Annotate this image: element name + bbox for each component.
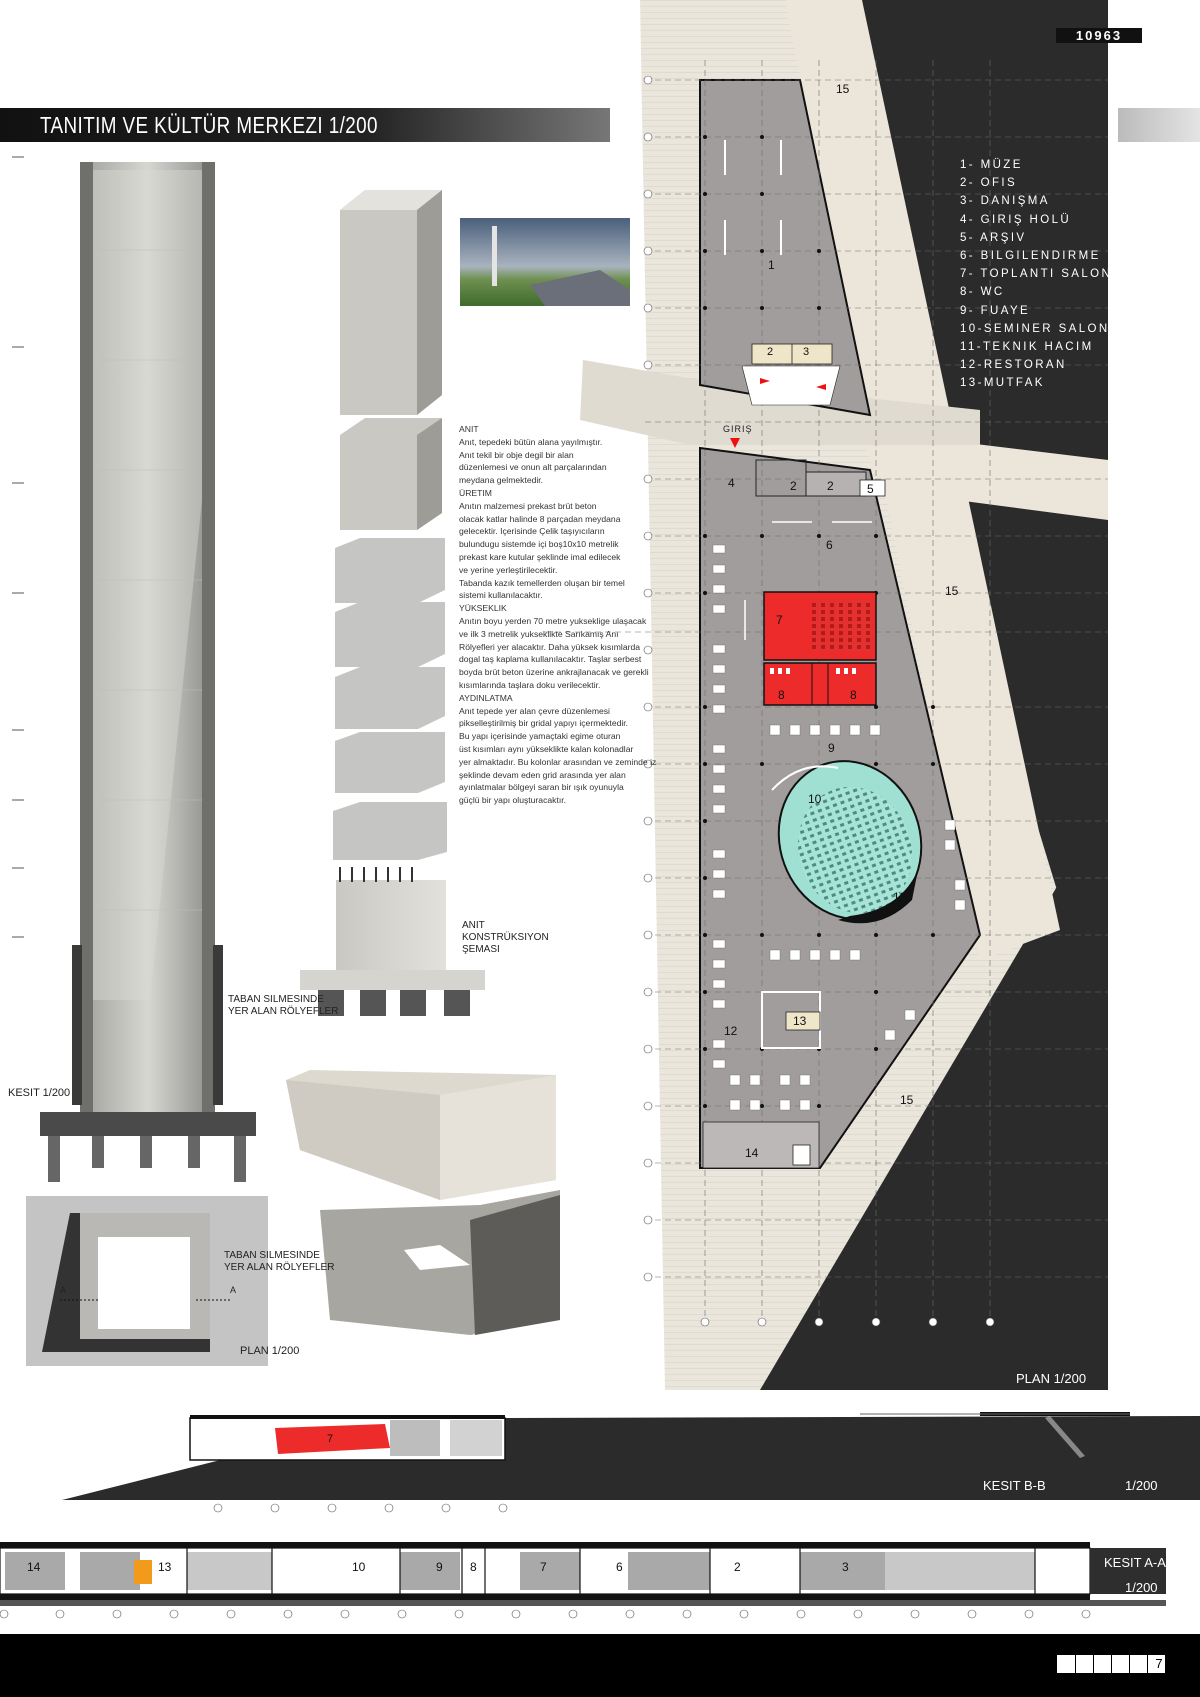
desc-line: olacak katlar halinde 8 parçadan meydana xyxy=(459,513,621,524)
title-bar xyxy=(0,108,610,142)
desc-line: gelecektir. Içerisinde Çelik taşıyıcılar… xyxy=(459,526,605,537)
desc-line: düzenlemesi ve onun alt parçalarından xyxy=(459,462,607,473)
room-number: 8 xyxy=(470,1560,477,1574)
legend-item: 3- DANIŞMA xyxy=(960,195,1050,208)
desc-line: meydana gelmektedir. xyxy=(459,475,544,486)
entrance-label: GIRIŞ xyxy=(723,424,753,434)
kesit-bb-scale: 1/200 xyxy=(1125,1478,1158,1493)
legend-item: 4- GIRIŞ HOLÜ xyxy=(960,213,1072,226)
legend-item: 1- MÜZE xyxy=(960,159,1023,171)
room-number: 6 xyxy=(616,1560,623,1574)
room-number: 14 xyxy=(27,1560,41,1574)
desc-line: Anıtın boyu yerden 70 metre yukseklige u… xyxy=(459,615,647,626)
room-number: 3 xyxy=(842,1560,849,1574)
room-number: 10 xyxy=(352,1560,366,1574)
kesit-small-label: KESIT 1/200 xyxy=(8,1087,71,1099)
kesit-aa-label: KESIT A-A xyxy=(1104,1555,1166,1570)
desc-line: güçlü bir yapı oluşturacaktır. xyxy=(459,795,566,806)
desc-line: AYDINLATMA xyxy=(459,692,513,703)
desc-line: kısımlarında taşlara doku verilecektir. xyxy=(459,679,601,690)
desc-line: Bu yapı içerisinde yamaçtaki egime otura… xyxy=(459,731,621,742)
desc-line: yer almaktadır. Bu kolonlar arasından ve… xyxy=(459,756,657,767)
legend-item: 13-MUTFAK xyxy=(960,377,1045,390)
footer-bar xyxy=(0,1634,1200,1697)
section-marker-left: A xyxy=(60,1285,67,1295)
desc-line: şeklinde devam eden grid arasında yer al… xyxy=(459,769,626,780)
legend-item: 5- ARŞIV xyxy=(960,231,1027,244)
room-number: 2 xyxy=(734,1560,741,1574)
desc-line: ÜRETIM xyxy=(459,487,492,498)
legend-item: 10-SEMINER SALONU xyxy=(960,322,1121,335)
room-number: 9 xyxy=(436,1560,443,1574)
desc-line: Anıt tepede yer alan çevre düzenlemesi xyxy=(459,705,610,716)
section-aa-rooms: 14 13 10 9 8 7 6 2 3 xyxy=(0,1560,1090,1580)
legend-item: 9- FUAYE xyxy=(960,304,1031,317)
desc-line: üst kısımları aynı yükseklikte kalan kol… xyxy=(459,743,634,754)
desc-line: ayınlatmalar bölgeyi saran bir ışık oyun… xyxy=(459,782,624,793)
decorative-tab xyxy=(1118,108,1200,142)
section-bb-room: 7 xyxy=(327,1433,334,1445)
desc-line: Tabanda kazık temellerden oluşan bir tem… xyxy=(459,577,625,588)
desc-line: YÜKSEKLIK xyxy=(459,603,507,614)
plan-small-label: PLAN 1/200 xyxy=(240,1345,300,1357)
desc-line: Anıt, tepedeki bütün alana yayılmıştır. xyxy=(459,436,603,447)
legend-item: 6- BILGILENDIRME xyxy=(960,250,1101,263)
section-marker-right: A xyxy=(230,1285,237,1295)
legend-item: 7- TOPLANTI SALONU xyxy=(960,268,1123,281)
plan-main-label: PLAN 1/200 xyxy=(1016,1371,1087,1386)
room-legend: 1- MÜZE 2- OFIS 3- DANIŞMA 4- GIRIŞ HOLÜ… xyxy=(960,156,1123,393)
desc-line: bulundugu sistemde içi boş10x10 metrelik xyxy=(459,539,619,550)
relief-label-2: TABAN SILMESINDE YER ALAN RÖLYEFLER xyxy=(224,1250,335,1273)
desc-line: Rölyefleri yer alacaktır. Daha yüksek kı… xyxy=(459,641,641,652)
desc-line: Anıtın malzemesi prekast brüt beton xyxy=(459,500,597,511)
desc-line: dogal taş kaplama kullanılacaktır. Taşla… xyxy=(459,654,642,665)
room-number: 7 xyxy=(540,1560,547,1574)
desc-line: sistemi kullanılacaktır. xyxy=(459,590,543,601)
desc-line: boyda brüt beton üzerine ankrajlanacak v… xyxy=(459,667,649,678)
kesit-aa-scale: 1/200 xyxy=(1125,1580,1158,1595)
legend-item: 11-TEKNIK HACIM xyxy=(960,341,1094,354)
page-number-box xyxy=(1056,1654,1166,1674)
page-number: 7 xyxy=(1155,1656,1163,1671)
sheet-title: TANITIM VE KÜLTÜR MERKEZI 1/200 xyxy=(40,112,378,138)
kesit-bb-label: KESIT B-B xyxy=(983,1478,1046,1493)
desc-line: Anıt tekil bir obje degil bir alan xyxy=(459,449,574,460)
sheet-id: 10963 xyxy=(1056,28,1142,43)
desc-line: ve yerine yerleştirilecektir. xyxy=(459,564,558,575)
monument-description: ANIT Anıt, tepedeki bütün alana yayılmış… xyxy=(459,423,659,807)
desc-line: prekast kare kutular şeklinde imal edile… xyxy=(459,551,621,562)
desc-line: ve ilk 3 metrelik yukseklikte Sarıkamış … xyxy=(459,628,619,639)
legend-item: 12-RESTORAN xyxy=(960,359,1067,372)
relief-label-1: TABAN SILMESINDE YER ALAN RÖLYEFLER xyxy=(228,994,339,1017)
legend-item: 8- WC xyxy=(960,286,1005,299)
room-number: 13 xyxy=(158,1560,172,1574)
desc-line: pikselleştirilmiş bir gridal yapıyı içer… xyxy=(459,718,629,729)
legend-item: 2- OFIS xyxy=(960,177,1018,190)
construction-label: ANIT KONSTRÜKSIYON ŞEMASI xyxy=(462,920,549,955)
desc-line: ANIT xyxy=(459,424,479,434)
